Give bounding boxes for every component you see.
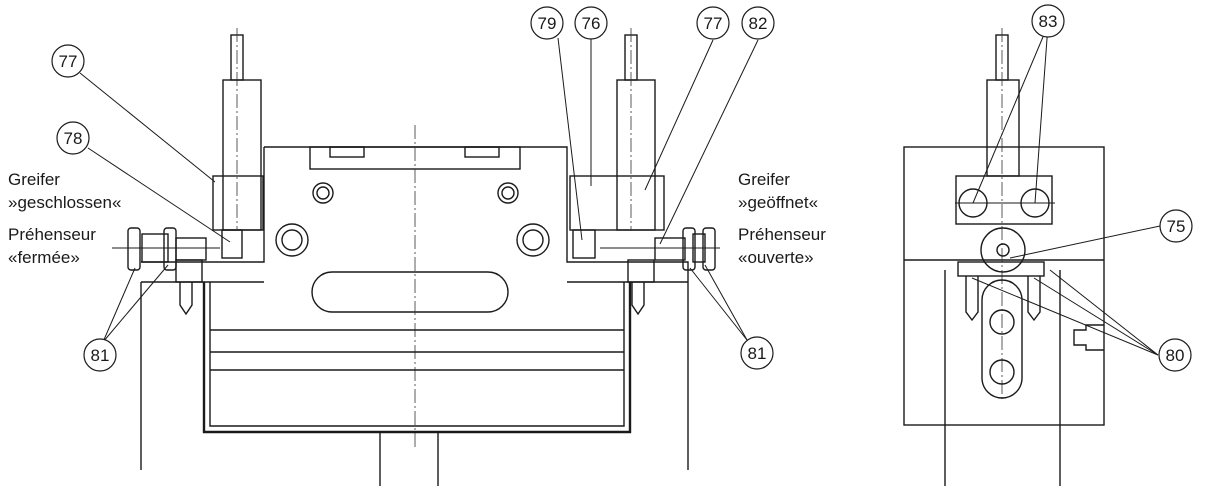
side-t-slot — [1073, 324, 1104, 351]
hole-large-right-inner — [522, 229, 544, 251]
side-clamp — [955, 175, 1053, 225]
side-housing — [903, 146, 1105, 426]
side-screw-right — [1027, 276, 1041, 322]
side-cam-center — [996, 243, 1010, 257]
callout-77-left: 77 — [51, 44, 85, 78]
right-clamp — [569, 175, 665, 231]
slot-notch-left — [329, 146, 365, 158]
svg-text:80: 80 — [1166, 346, 1185, 365]
hole-small-right — [497, 182, 519, 204]
svg-text:75: 75 — [1167, 217, 1186, 236]
side-cylinder — [986, 79, 1020, 177]
front-view — [112, 28, 720, 486]
right-bracket — [627, 259, 655, 283]
side-hole-2 — [989, 359, 1015, 385]
callout-77-right: 77 — [696, 6, 730, 40]
svg-text:77: 77 — [59, 52, 78, 71]
svg-text:81: 81 — [91, 346, 110, 365]
oblong-slot — [311, 271, 509, 313]
label-right-greifer: Greifer — [738, 170, 790, 189]
svg-text:82: 82 — [749, 14, 768, 33]
svg-text:81: 81 — [748, 344, 767, 363]
callout-78: 78 — [56, 121, 90, 155]
side-cam — [980, 227, 1026, 273]
callout-80: 80 — [1158, 338, 1192, 372]
svg-text:78: 78 — [64, 129, 83, 148]
label-left-greifer: Greifer — [8, 170, 60, 189]
right-cylinder — [616, 79, 656, 231]
left-cylinder — [222, 79, 262, 231]
svg-text:83: 83 — [1039, 12, 1058, 31]
hole-large-left-inner — [281, 229, 303, 251]
label-left-geschlossen: »geschlossen« — [8, 193, 121, 212]
hole-large-right — [516, 223, 550, 257]
side-arm-edges — [944, 270, 1061, 486]
callout-79: 79 — [530, 6, 564, 40]
jaw-inner — [209, 282, 625, 427]
right-screw — [631, 282, 645, 316]
left-stop — [221, 229, 243, 259]
callout-75: 75 — [1159, 209, 1193, 243]
callout-82: 82 — [741, 6, 775, 40]
callout-76: 76 — [574, 6, 608, 40]
hole-small-right-inner — [501, 186, 515, 200]
label-right-prehenseur: Préhenseur — [738, 225, 826, 244]
svg-text:76: 76 — [582, 14, 601, 33]
callout-81-left: 81 — [83, 338, 117, 372]
side-hole-1 — [989, 309, 1015, 335]
hole-small-left-inner — [316, 186, 330, 200]
leader-lines — [79, 24, 1161, 356]
callout-83: 83 — [1031, 4, 1065, 38]
left-screw — [179, 282, 193, 316]
slot-notch-right — [464, 146, 500, 158]
left-clamp — [212, 175, 264, 231]
label-right-ouverte: «ouverte» — [738, 248, 814, 267]
finger-gap — [379, 432, 439, 486]
svg-text:77: 77 — [704, 14, 723, 33]
left-sensor-knob-1 — [127, 227, 141, 271]
right-sensor-nut — [654, 237, 686, 261]
hole-small-left — [312, 182, 334, 204]
side-slot — [981, 279, 1023, 399]
jaw-outline — [202, 282, 632, 434]
callout-81-right: 81 — [740, 336, 774, 370]
label-left-prehenseur: Préhenseur — [8, 225, 96, 244]
left-bracket — [175, 259, 203, 283]
right-sensor-knob-1 — [682, 227, 696, 271]
svg-text:79: 79 — [538, 14, 557, 33]
label-right-geoffnet: »geöffnet« — [738, 193, 818, 212]
right-stop — [572, 229, 596, 259]
right-sensor-knob-2 — [702, 227, 716, 271]
hole-large-left — [275, 223, 309, 257]
side-view — [903, 28, 1105, 486]
left-sensor-nut — [175, 237, 207, 261]
side-bracket — [957, 261, 1045, 277]
side-screw-left — [965, 276, 979, 322]
label-left-fermee: «fermée» — [8, 248, 80, 267]
